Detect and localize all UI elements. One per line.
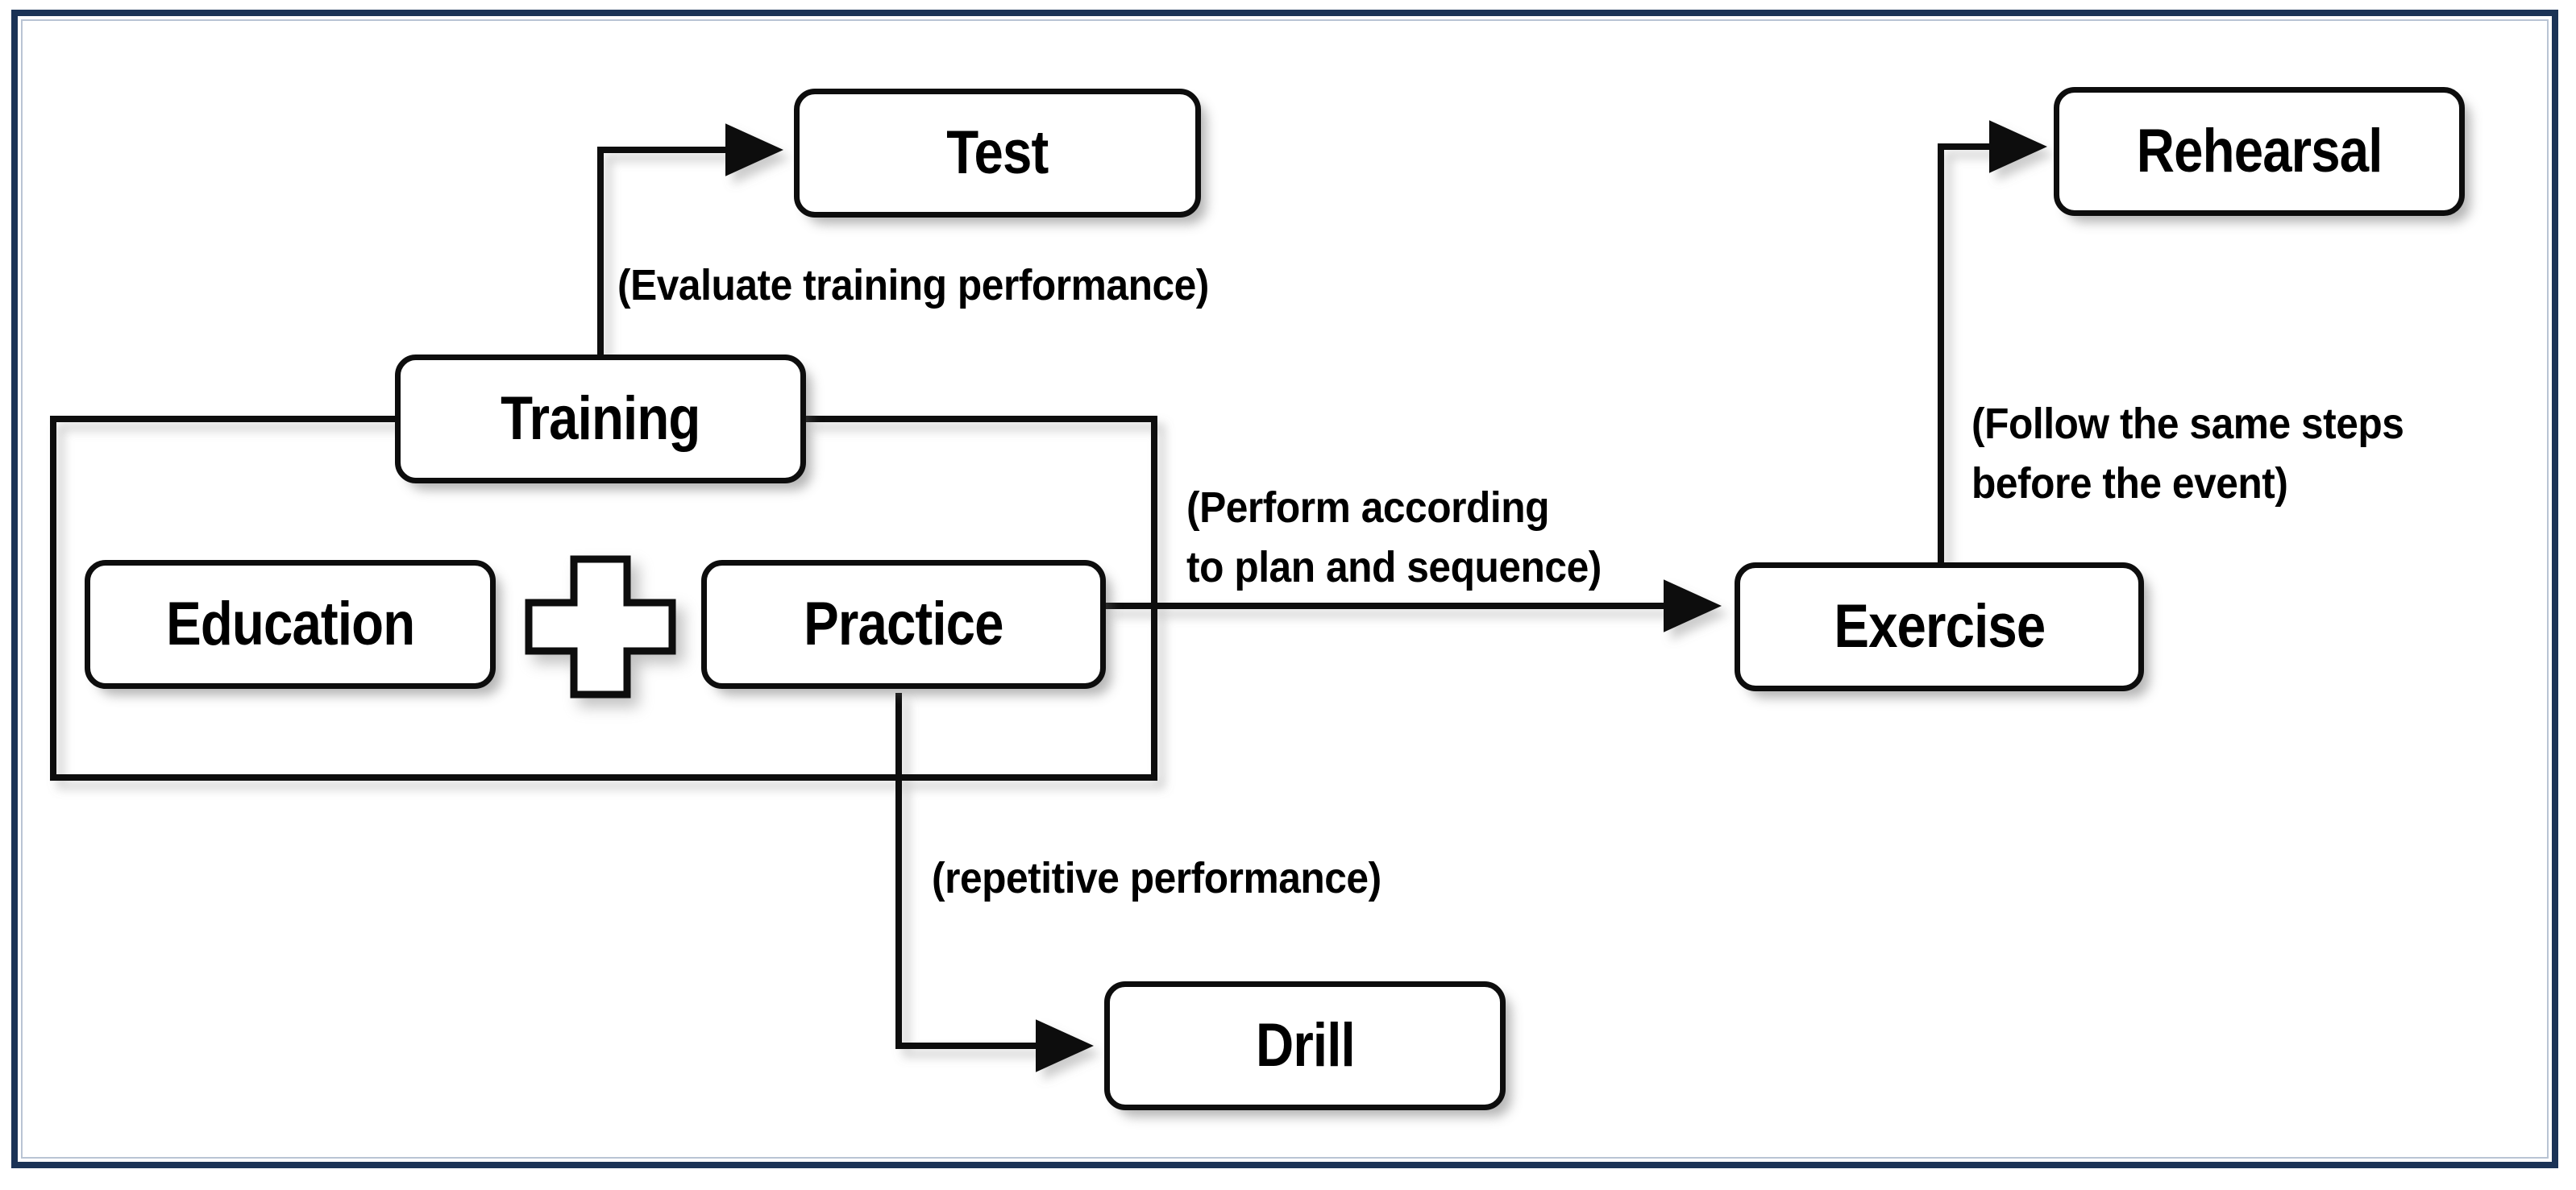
node-drill-label: Drill [1255, 1011, 1356, 1080]
edge-practice-to-drill [895, 693, 1094, 1072]
caption-perform-according-line1: (Perform according [1186, 483, 1549, 532]
node-education-label: Education [165, 590, 415, 658]
caption-follow-same-steps-line1: (Follow the same steps [1971, 400, 2404, 448]
node-training-label: Training [501, 384, 700, 453]
node-training[interactable]: Training [395, 355, 806, 483]
node-education[interactable]: Education [85, 560, 496, 689]
node-exercise[interactable]: Exercise [1735, 562, 2144, 691]
caption-perform-according-line2: to plan and sequence) [1186, 543, 1602, 591]
node-test[interactable]: Test [794, 89, 1201, 218]
caption-evaluate-training-performance: (Evaluate training performance) [617, 261, 1209, 309]
caption-follow-same-steps-line2: before the event) [1971, 459, 2288, 508]
edge-training-group-rect [50, 416, 1157, 781]
node-exercise-label: Exercise [1833, 592, 2046, 661]
node-practice[interactable]: Practice [701, 560, 1106, 689]
node-rehearsal-label: Rehearsal [2136, 117, 2383, 185]
node-rehearsal[interactable]: Rehearsal [2054, 87, 2465, 216]
edge-exercise-to-rehearsal [1938, 120, 2047, 564]
node-drill[interactable]: Drill [1104, 981, 1506, 1110]
node-practice-label: Practice [804, 590, 1003, 658]
node-test-label: Test [946, 118, 1049, 187]
plus-icon [525, 555, 676, 699]
caption-repetitive-performance: (repetitive performance) [932, 854, 1381, 902]
edge-training-to-test [597, 123, 783, 419]
